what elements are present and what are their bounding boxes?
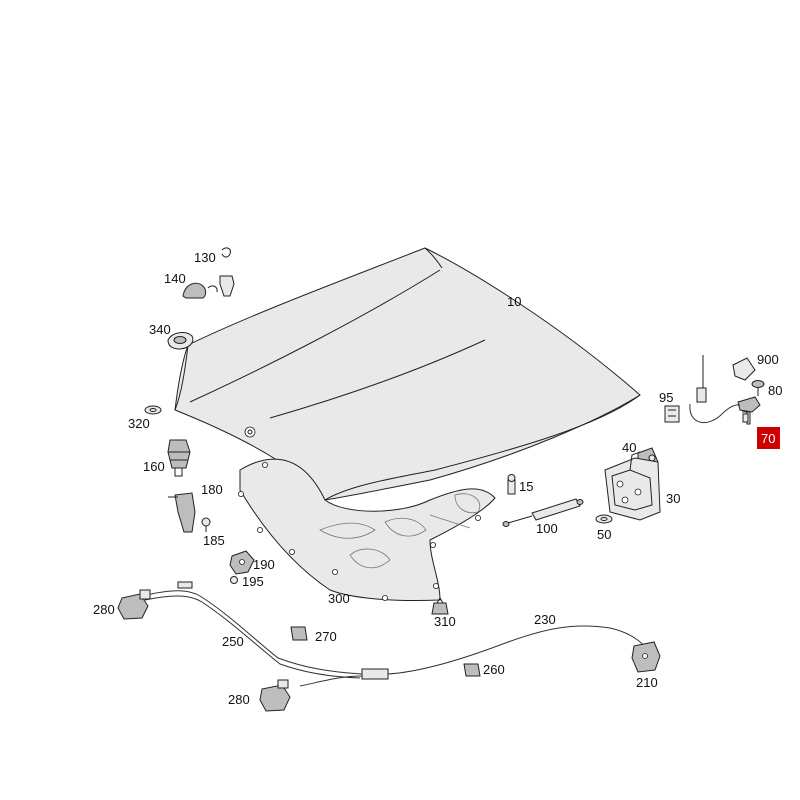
callout-190: 190: [253, 557, 275, 572]
callout-40: 40: [622, 440, 636, 455]
callout-185: 185: [203, 533, 225, 548]
part-130-clip: [219, 247, 235, 297]
part-100-gas-strut: [502, 498, 584, 527]
sensor-cable: [689, 403, 741, 424]
cable-250-b: [144, 595, 361, 679]
part-95-clip: [664, 405, 680, 423]
callout-160: 160: [143, 459, 165, 474]
callout-280-upper: 280: [93, 602, 115, 617]
callout-310: 310: [434, 614, 456, 629]
part-30-hinge: [604, 451, 661, 521]
part-70-lock-striker: [737, 396, 761, 425]
callout-15: 15: [519, 479, 533, 494]
part-900-sensor: [696, 355, 756, 403]
part-50-washer: [595, 514, 613, 524]
part-15-ball-stud: [507, 474, 516, 495]
part-140-bumper: [182, 282, 218, 299]
callout-270: 270: [315, 629, 337, 644]
callout-195: 195: [242, 574, 264, 589]
callout-230: 230: [534, 612, 556, 627]
callout-30: 30: [666, 491, 680, 506]
part-210-lock: [631, 641, 661, 673]
callout-210: 210: [636, 675, 658, 690]
callout-300: 300: [328, 591, 350, 606]
callout-10: 10: [507, 294, 521, 309]
cable-230: [387, 625, 649, 675]
callout-250: 250: [222, 634, 244, 649]
callout-130: 130: [194, 250, 216, 265]
callout-140: 140: [164, 271, 186, 286]
callout-100: 100: [536, 521, 558, 536]
part-195-nut: [230, 576, 238, 584]
cable-230-b: [299, 675, 363, 687]
callout-70-highlight: [757, 427, 780, 449]
callout-280-lower: 280: [228, 692, 250, 707]
callout-labels: 10 130 140 340 320 160 180 185 190 195 2…: [93, 250, 782, 707]
callout-320: 320: [128, 416, 150, 431]
callout-180: 180: [201, 482, 223, 497]
part-320-washer: [144, 405, 162, 415]
part-340-grommet: [167, 332, 194, 350]
part-310-clip: [431, 597, 449, 615]
callout-340: 340: [149, 322, 171, 337]
callout-70: 70: [761, 431, 775, 446]
part-180-hinge-cover: [168, 492, 196, 533]
part-160-buffer: [167, 439, 191, 477]
callout-50: 50: [597, 527, 611, 542]
callout-900: 900: [757, 352, 779, 367]
part-270-clip: [290, 626, 308, 641]
part-280a-handle: [117, 581, 193, 620]
cable-250: [141, 590, 363, 675]
callout-260: 260: [483, 662, 505, 677]
part-80-bolt: [751, 380, 765, 396]
insulation-mat: [237, 458, 496, 602]
part-185-screw: [201, 517, 211, 532]
callout-80: 80: [768, 383, 782, 398]
callout-95: 95: [659, 390, 673, 405]
part-260-clip: [463, 663, 481, 677]
part-280b-handle: [259, 679, 291, 712]
part-190-bracket: [229, 550, 255, 575]
cable-joint: [361, 668, 389, 680]
hood-panel: [174, 247, 641, 501]
